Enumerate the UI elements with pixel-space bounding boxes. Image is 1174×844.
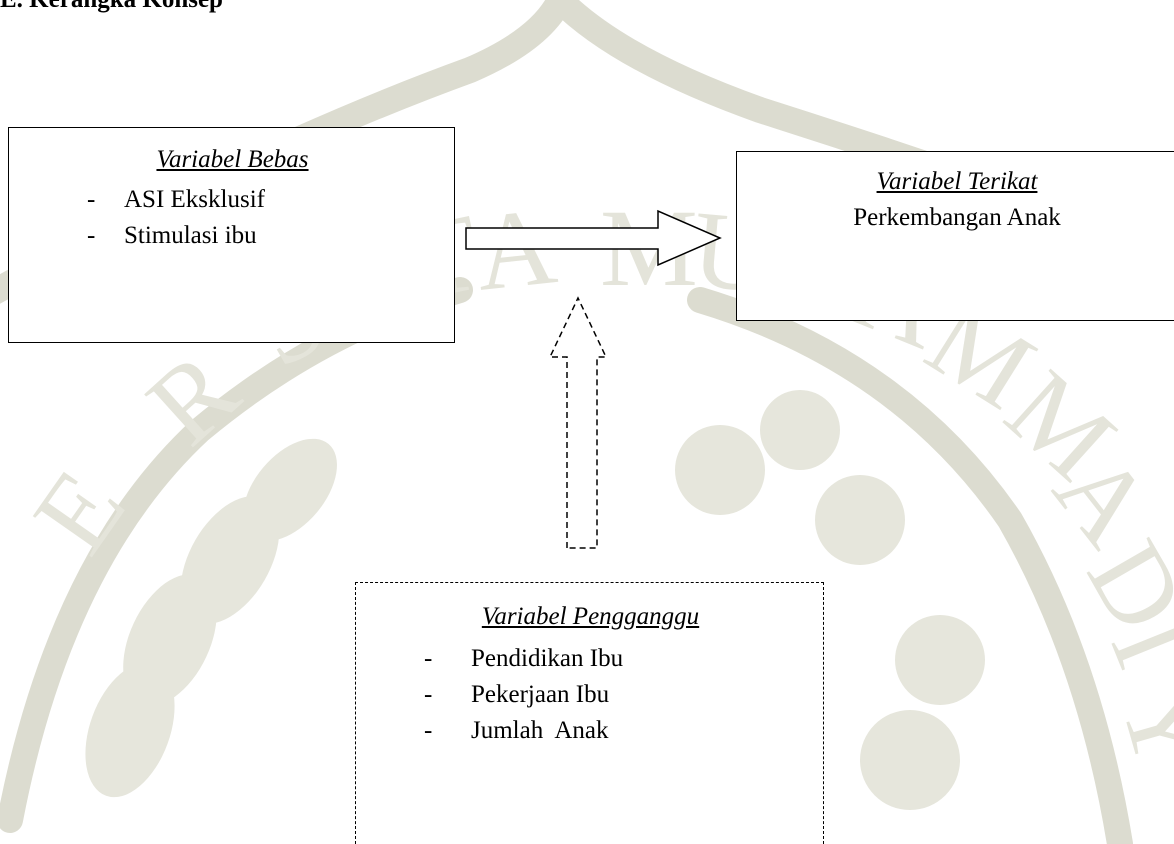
confounding-variable-item: Pekerjaan Ibu [471,681,610,708]
section-heading: E. Kerangka Konsep [0,0,223,14]
dependent-variable-box: Variabel Terikat Perkembangan Anak [736,151,1174,321]
causal-arrow [465,209,722,267]
independent-variable-box: Variabel Bebas - ASI Eksklusif - Stimula… [8,127,455,343]
list-item: - ASI Eksklusif [87,182,447,218]
confounding-arrow [548,296,608,549]
list-item: - Pekerjaan Ibu [424,677,804,713]
list-item: - Stimulasi ibu [87,218,447,254]
list-item: - Pendidikan Ibu [424,641,804,677]
confounding-variable-item: Pendidikan Ibu [471,645,624,672]
dependent-variable-title: Variabel Terikat [876,168,1038,195]
list-item: - Jumlah Anak [424,713,804,749]
independent-variable-item: Stimulasi ibu [124,222,257,249]
confounding-variable-list: - Pendidikan Ibu - Pekerjaan Ibu - Jumla… [424,641,804,749]
dependent-variable-text: Perkembangan Anak [853,204,1061,231]
confounding-variable-item: Jumlah Anak [471,717,609,744]
confounding-variable-title: Variabel Pengganggu [481,603,700,630]
independent-variable-item: ASI Eksklusif [124,186,265,213]
independent-variable-title: Variabel Bebas [156,146,309,173]
independent-variable-list: - ASI Eksklusif - Stimulasi ibu [87,182,447,254]
confounding-variable-box: Variabel Pengganggu - Pendidikan Ibu - P… [355,582,824,844]
